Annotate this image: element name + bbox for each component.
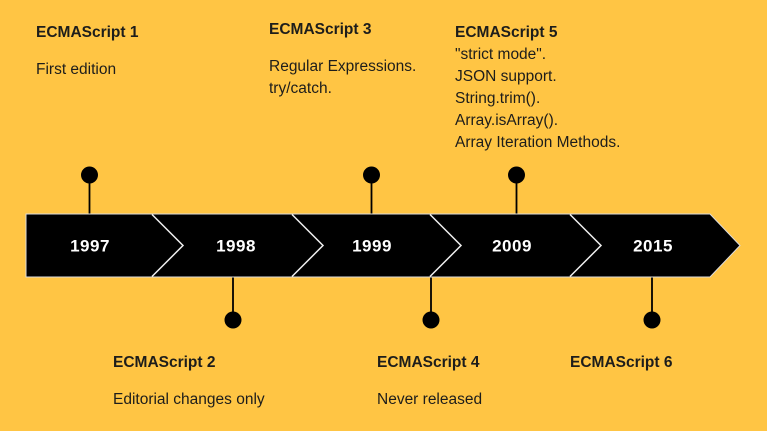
event-description: Regular Expressions. [269,58,417,75]
event-ecmascript-5: ECMAScript 5 "strict mode". JSON support… [455,22,620,154]
event-title: ECMAScript 5 [455,24,558,41]
year-label-1999: 1999 [352,237,392,256]
event-ecmascript-1: ECMAScript 1 First edition [36,22,139,81]
event-description: String.trim(). [455,90,541,107]
year-label-1998: 1998 [216,237,256,256]
timeline-dot [81,166,98,184]
event-title: ECMAScript 2 [113,354,216,371]
event-description: Array.isArray(). [455,112,559,129]
year-label-2009: 2009 [492,237,532,256]
event-description: Editorial changes only [113,391,265,408]
chevron-separator-icon [569,213,603,278]
chevron-separator-icon [429,213,463,278]
event-ecmascript-6: ECMAScript 6 [570,352,673,389]
event-ecmascript-3: ECMAScript 3 Regular Expressions. try/ca… [269,19,416,100]
year-label-2015: 2015 [633,237,673,256]
event-title: ECMAScript 1 [36,24,139,41]
event-ecmascript-4: ECMAScript 4 Never released [377,352,482,411]
event-title: ECMAScript 6 [570,354,673,371]
timeline-dot [363,166,380,184]
event-title: ECMAScript 4 [377,354,480,371]
chevron-separator-icon [291,213,325,278]
event-description: try/catch. [269,80,332,97]
event-description: First edition [36,61,117,78]
event-description: "strict mode". [455,46,547,63]
event-ecmascript-2: ECMAScript 2 Editorial changes only [113,352,265,411]
event-description: Array Iteration Methods. [455,134,621,151]
timeline-dot [508,166,525,184]
chevron-separator-icon [151,213,185,278]
timeline-dot [422,311,440,329]
timeline-dot [224,311,242,329]
timeline-dot [643,311,661,329]
timeline-band [25,213,741,278]
event-description: Never released [377,391,483,408]
event-description: JSON support. [455,68,557,85]
event-title: ECMAScript 3 [269,21,372,38]
year-label-1997: 1997 [70,237,110,256]
